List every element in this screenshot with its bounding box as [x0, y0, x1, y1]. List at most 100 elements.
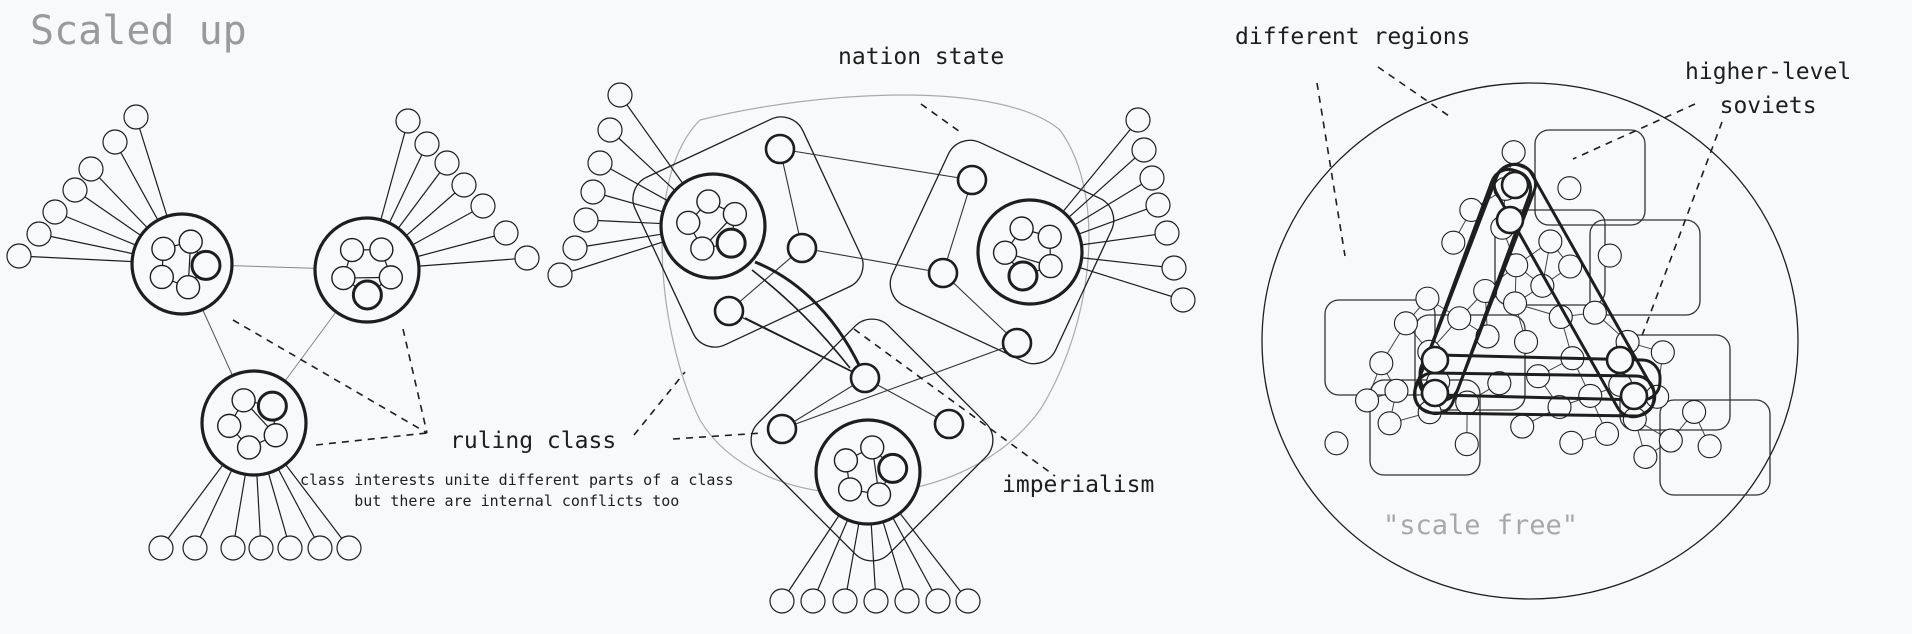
pointer-dashed-line [1639, 121, 1723, 342]
region-boundary [1659, 399, 1771, 496]
member-node [877, 452, 909, 484]
leaf-node [451, 172, 477, 198]
leaf-edge [38, 233, 134, 255]
leaf-node [514, 245, 540, 271]
leaf-node [470, 193, 496, 219]
leaf-edge [397, 162, 448, 229]
leaf-edge [1078, 204, 1159, 235]
local-soviet-node [1324, 431, 1349, 456]
leaf-edge [870, 523, 877, 602]
ruling-class-arrow [751, 269, 851, 369]
member-node [369, 237, 394, 262]
imperialism-loop [661, 94, 1090, 495]
local-soviet-node [1415, 286, 1440, 311]
delegate-node [1495, 205, 1525, 235]
leaf-node [102, 129, 128, 155]
leaf-node [248, 535, 274, 561]
leaf-node [414, 131, 440, 157]
member-node [696, 189, 721, 214]
leaf-edge [114, 141, 159, 221]
leaf-edge [609, 129, 676, 191]
member-node [331, 265, 356, 291]
pointer-dashed-line [1316, 82, 1346, 257]
pointer-dashed-line [853, 328, 1056, 477]
region-boundary [1589, 219, 1701, 316]
leaf-edge [267, 472, 291, 549]
local-soviet-node [1454, 432, 1479, 457]
local-soviet-node [1558, 254, 1583, 279]
member-node [866, 482, 892, 507]
member-node [378, 265, 404, 290]
leaf-node [925, 588, 951, 614]
leaf-node [307, 535, 333, 561]
pointer-dashed-line [402, 328, 428, 434]
leaf-edge [619, 94, 684, 184]
leaf-edge [74, 189, 142, 237]
leaf-edge [1074, 177, 1153, 226]
leaf-edge [574, 233, 662, 249]
leaf-node [1145, 192, 1171, 218]
local-soviet-node [1355, 388, 1380, 413]
leaf-edge [1062, 119, 1139, 213]
ruling-class-arrow [754, 260, 867, 379]
member-node [722, 201, 748, 227]
leaf-node [42, 199, 68, 225]
member-node [1038, 253, 1063, 279]
member-node [175, 275, 201, 300]
leaf-edge [559, 241, 664, 276]
local-soviet-node [1447, 306, 1472, 331]
class-cluster-circle [976, 198, 1084, 306]
leaf-edge [160, 464, 224, 549]
delegate-node [1605, 345, 1635, 375]
pointer-dashed-line [920, 103, 964, 135]
local-soviet-node [1514, 329, 1539, 354]
leaf-edge [1068, 149, 1145, 218]
leaf-edge [892, 517, 939, 602]
local-soviet-node [1384, 378, 1409, 403]
leaf-node [832, 588, 858, 614]
leaf-edge [284, 464, 350, 549]
region-boundary [1369, 379, 1481, 476]
leaf-node [1154, 220, 1180, 246]
leaf-edge [812, 519, 849, 602]
member-node [1007, 260, 1039, 292]
member-node [149, 264, 175, 290]
leaf-node [800, 588, 826, 614]
soviets-line-2: soviets [1719, 93, 1817, 119]
edge-line [779, 148, 973, 181]
delegate-node [1619, 381, 1649, 411]
nation-state-boundary [889, 139, 1115, 365]
leaf-node [493, 220, 519, 246]
member-node [190, 249, 222, 281]
leaf-node [336, 535, 362, 561]
label-different-regions: different regions [1235, 24, 1471, 50]
local-soviet-node [1501, 140, 1526, 165]
local-soviet-node [1502, 291, 1528, 316]
edge-line [942, 179, 973, 274]
local-soviet-node [1658, 428, 1683, 453]
member-node [236, 435, 262, 460]
leaf-node [573, 207, 599, 233]
pointer-dashed-line [232, 319, 428, 434]
leaf-edge [418, 257, 528, 267]
leaf-node [62, 177, 88, 203]
pointer-dashed-line [633, 371, 686, 436]
leaf-node [395, 108, 421, 134]
local-soviet-node [1510, 414, 1535, 439]
member-node [1037, 224, 1062, 249]
leaf-edge [90, 168, 148, 229]
leaf-edge [1079, 266, 1184, 301]
leaf-node [78, 156, 104, 182]
local-soviet-node [1650, 340, 1675, 365]
class-interests-note: class interests unite different parts of… [300, 470, 733, 512]
ruling-class-node [849, 362, 881, 394]
ruling-class-node [933, 408, 965, 440]
local-soviet-node [1582, 300, 1607, 325]
leaf-node [1131, 137, 1157, 163]
member-node [1009, 216, 1034, 241]
soviets-line-1: higher-level [1685, 59, 1852, 85]
ruling-class-node [713, 295, 745, 327]
leaf-node [1170, 287, 1196, 313]
leaf-edge [405, 184, 465, 237]
leaf-node [769, 588, 795, 614]
